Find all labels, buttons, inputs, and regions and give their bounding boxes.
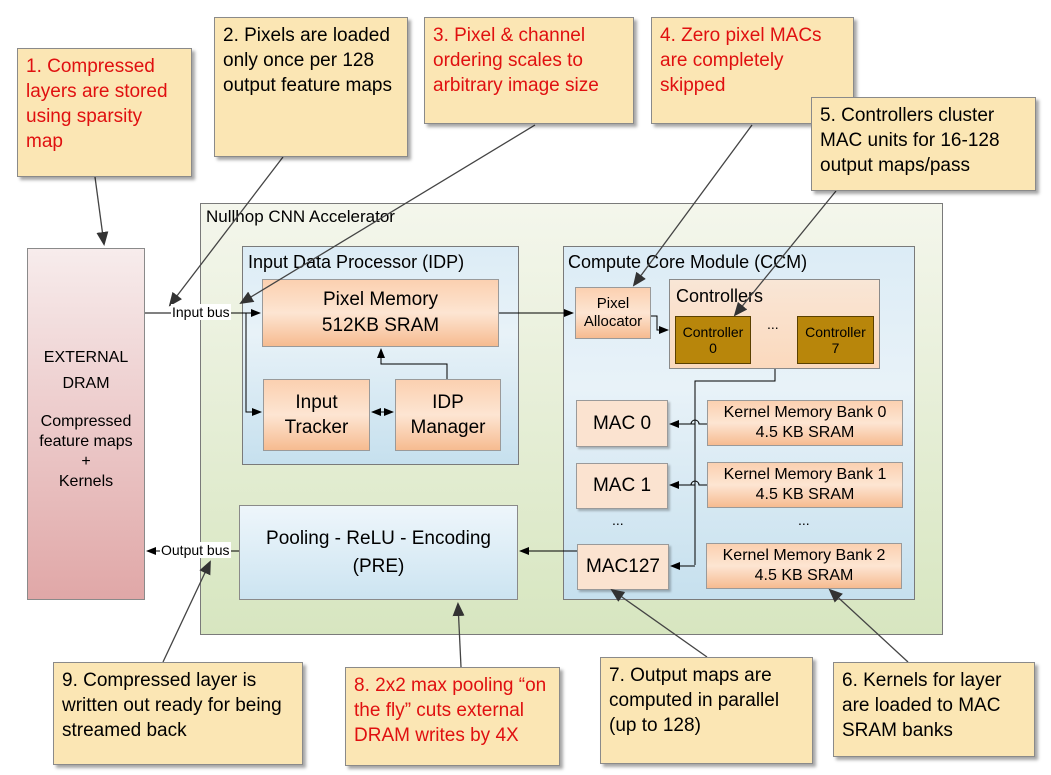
mac-ellipsis: ... [612, 512, 624, 528]
kernel-memory-bank-1: Kernel Memory Bank 1 4.5 KB SRAM [707, 462, 903, 508]
input-bus-label: Input bus [171, 304, 231, 320]
note-1: 1. Compressed layers are stored using sp… [17, 48, 192, 177]
idp-title: Input Data Processor (IDP) [248, 252, 465, 272]
mac-0: MAC 0 [576, 400, 668, 447]
kernel-memory-bank-2: Kernel Memory Bank 2 4.5 KB SRAM [706, 543, 902, 589]
pixel-allocator-line1: Pixel [596, 295, 630, 312]
controllers-ellipsis: ... [767, 316, 779, 332]
note-8: 8. 2x2 max pooling “on the fly” cuts ext… [345, 667, 560, 766]
note-6: 6. Kernels for layer are loaded to MAC S… [833, 662, 1035, 757]
ccm-title: Compute Core Module (CCM) [568, 252, 808, 272]
controller-7: Controller 7 [797, 316, 874, 364]
kmb2-line1: Kernel Memory Bank 2 [722, 547, 886, 564]
accelerator-title: Nullhop CNN Accelerator [206, 207, 395, 226]
kmb0-line1: Kernel Memory Bank 0 [723, 404, 887, 421]
controller-0-line2: 0 [709, 340, 717, 356]
kmb1-line1: Kernel Memory Bank 1 [723, 466, 887, 483]
input-tracker-line2: Tracker [284, 417, 349, 438]
pre-box: Pooling - ReLU - Encoding (PRE) [239, 505, 518, 600]
note-9: 9. Compressed layer is written out ready… [53, 662, 303, 765]
note-7: 7. Output maps are computed in parallel … [600, 657, 813, 764]
pixel-memory-size: 512KB SRAM [321, 315, 440, 336]
idp-manager: IDP Manager [395, 379, 501, 451]
note-2: 2. Pixels are loaded only once per 128 o… [214, 17, 408, 157]
input-tracker-line1: Input [295, 392, 338, 413]
output-bus-label: Output bus [160, 542, 231, 558]
note-3: 3. Pixel & channel ordering scales to ar… [424, 17, 634, 124]
pixel-allocator-line2: Allocator [583, 313, 643, 330]
kmb1-line2: 4.5 KB SRAM [755, 486, 855, 503]
pre-line2: (PRE) [352, 555, 405, 577]
mac-1: MAC 1 [576, 463, 668, 509]
dram-line5: + [81, 453, 91, 470]
input-tracker: Input Tracker [263, 379, 370, 451]
idp-manager-line1: IDP [432, 392, 464, 413]
kmb0-line2: 4.5 KB SRAM [755, 424, 855, 441]
dram-text: EXTERNAL DRAM Compressed feature maps + … [27, 348, 145, 492]
dram-line6: Kernels [58, 473, 114, 490]
idp-manager-line2: Manager [410, 417, 486, 438]
dram-line4: feature maps [39, 433, 133, 450]
controllers-title: Controllers [676, 286, 764, 306]
pre-line1: Pooling - ReLU - Encoding [266, 527, 491, 549]
dram-line2: DRAM [62, 375, 110, 392]
mac-127: MAC127 [577, 544, 669, 590]
controller-7-line1: Controller [805, 324, 866, 340]
note-5: 5. Controllers cluster MAC units for 16-… [811, 97, 1036, 191]
kernel-memory-bank-0: Kernel Memory Bank 0 4.5 KB SRAM [707, 400, 903, 446]
controller-0-line1: Controller [682, 324, 744, 340]
kmb-ellipsis: ... [798, 512, 810, 528]
note-4: 4. Zero pixel MACs are completely skippe… [651, 17, 854, 124]
pixel-memory-label: Pixel Memory [322, 289, 439, 310]
pixel-memory: Pixel Memory 512KB SRAM [262, 279, 499, 347]
pixel-allocator: Pixel Allocator [575, 287, 651, 339]
controller-7-line2: 7 [831, 340, 840, 356]
kmb2-line2: 4.5 KB SRAM [754, 567, 854, 584]
dram-line3: Compressed [40, 413, 132, 430]
controller-0: Controller 0 [675, 316, 751, 364]
dram-line1: EXTERNAL [43, 349, 129, 366]
external-dram [27, 248, 145, 600]
